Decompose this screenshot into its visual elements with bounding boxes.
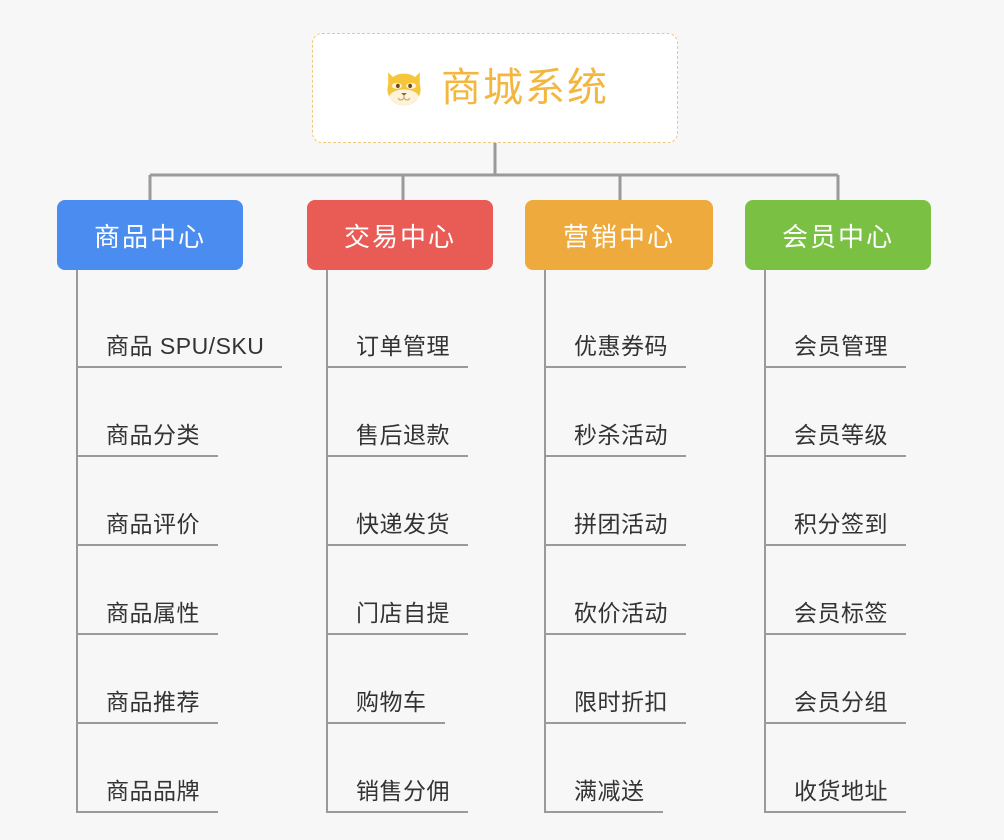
leaf-label: 销售分佣 (356, 778, 450, 804)
leaf-label: 砍价活动 (574, 600, 668, 626)
leaf-label: 商品推荐 (106, 689, 200, 715)
category-label: 营销中心 (562, 221, 675, 252)
leaf-item[interactable]: 订单管理 (307, 279, 493, 368)
leaf-item[interactable]: 会员管理 (745, 279, 931, 368)
category-column-0: 商品中心 商品 SPU/SKU 商品分类 商品评价 (57, 200, 283, 813)
category-column-3: 会员中心 会员管理 会员等级 积分签到 (745, 200, 931, 813)
leaf-label: 售后退款 (356, 422, 450, 448)
leaf-item[interactable]: 会员标签 (745, 546, 931, 635)
leaf-list-0: 商品 SPU/SKU 商品分类 商品评价 商品属性 (57, 270, 283, 813)
leaf-item[interactable]: 拼团活动 (525, 457, 713, 546)
leaf-item[interactable]: 商品评价 (57, 457, 243, 546)
branch-spine (76, 270, 78, 813)
leaf-label: 门店自提 (356, 600, 450, 626)
leaf-item[interactable]: 商品 SPU/SKU (57, 279, 283, 368)
leaf-list-1: 订单管理 售后退款 快递发货 门店自提 (307, 270, 493, 813)
leaf-label: 订单管理 (356, 333, 450, 359)
leaf-item[interactable]: 会员等级 (745, 368, 931, 457)
leaf-label: 会员标签 (794, 600, 888, 626)
leaf-item[interactable]: 收货地址 (745, 724, 931, 813)
category-header-2[interactable]: 营销中心 (525, 200, 713, 270)
category-column-2: 营销中心 优惠券码 秒杀活动 拼团活动 (525, 200, 713, 813)
category-header-0[interactable]: 商品中心 (57, 200, 243, 270)
branch-spine (326, 270, 328, 813)
leaf-item[interactable]: 会员分组 (745, 635, 931, 724)
leaf-item[interactable]: 优惠券码 (525, 279, 713, 368)
category-header-1[interactable]: 交易中心 (307, 200, 493, 270)
leaf-item[interactable]: 限时折扣 (525, 635, 713, 724)
leaf-list-3: 会员管理 会员等级 积分签到 会员标签 (745, 270, 931, 813)
leaf-label: 会员等级 (794, 422, 888, 448)
category-label: 会员中心 (781, 221, 894, 252)
leaf-label: 限时折扣 (574, 689, 668, 715)
leaf-label: 商品属性 (106, 600, 200, 626)
leaf-item[interactable]: 商品属性 (57, 546, 243, 635)
leaf-item[interactable]: 满减送 (525, 724, 713, 813)
leaf-label: 满减送 (574, 778, 645, 804)
leaf-label: 会员分组 (794, 689, 888, 715)
leaf-item[interactable]: 商品分类 (57, 368, 243, 457)
leaf-item[interactable]: 积分签到 (745, 457, 931, 546)
leaf-item[interactable]: 商品推荐 (57, 635, 243, 724)
leaf-label: 拼团活动 (574, 511, 668, 537)
leaf-item[interactable]: 购物车 (307, 635, 493, 724)
leaf-item[interactable]: 售后退款 (307, 368, 493, 457)
root-title: 商城系统 (441, 66, 609, 110)
category-label: 商品中心 (93, 221, 206, 252)
leaf-list-2: 优惠券码 秒杀活动 拼团活动 砍价活动 (525, 270, 713, 813)
leaf-label: 收货地址 (794, 778, 888, 804)
branch-spine (764, 270, 766, 813)
leaf-item[interactable]: 商品品牌 (57, 724, 243, 813)
shiba-dog-face-icon (387, 72, 421, 106)
leaf-label: 商品品牌 (106, 778, 200, 804)
leaf-label: 秒杀活动 (574, 422, 668, 448)
leaf-item[interactable]: 快递发货 (307, 457, 493, 546)
leaf-label: 商品评价 (106, 511, 200, 537)
leaf-label: 快递发货 (356, 511, 450, 537)
category-label: 交易中心 (343, 221, 456, 252)
leaf-item[interactable]: 秒杀活动 (525, 368, 713, 457)
category-header-3[interactable]: 会员中心 (745, 200, 931, 270)
leaf-label: 商品 SPU/SKU (106, 333, 265, 359)
leaf-label: 积分签到 (794, 511, 888, 537)
leaf-item[interactable]: 销售分佣 (307, 724, 493, 813)
leaf-label: 优惠券码 (574, 333, 668, 359)
leaf-label: 购物车 (356, 689, 427, 715)
leaf-label: 商品分类 (106, 422, 200, 448)
leaf-item[interactable]: 砍价活动 (525, 546, 713, 635)
leaf-label: 会员管理 (794, 333, 888, 359)
leaf-item[interactable]: 门店自提 (307, 546, 493, 635)
branch-spine (544, 270, 546, 813)
root-node[interactable]: 商城系统 (312, 33, 678, 143)
category-column-1: 交易中心 订单管理 售后退款 快递发货 (307, 200, 493, 813)
